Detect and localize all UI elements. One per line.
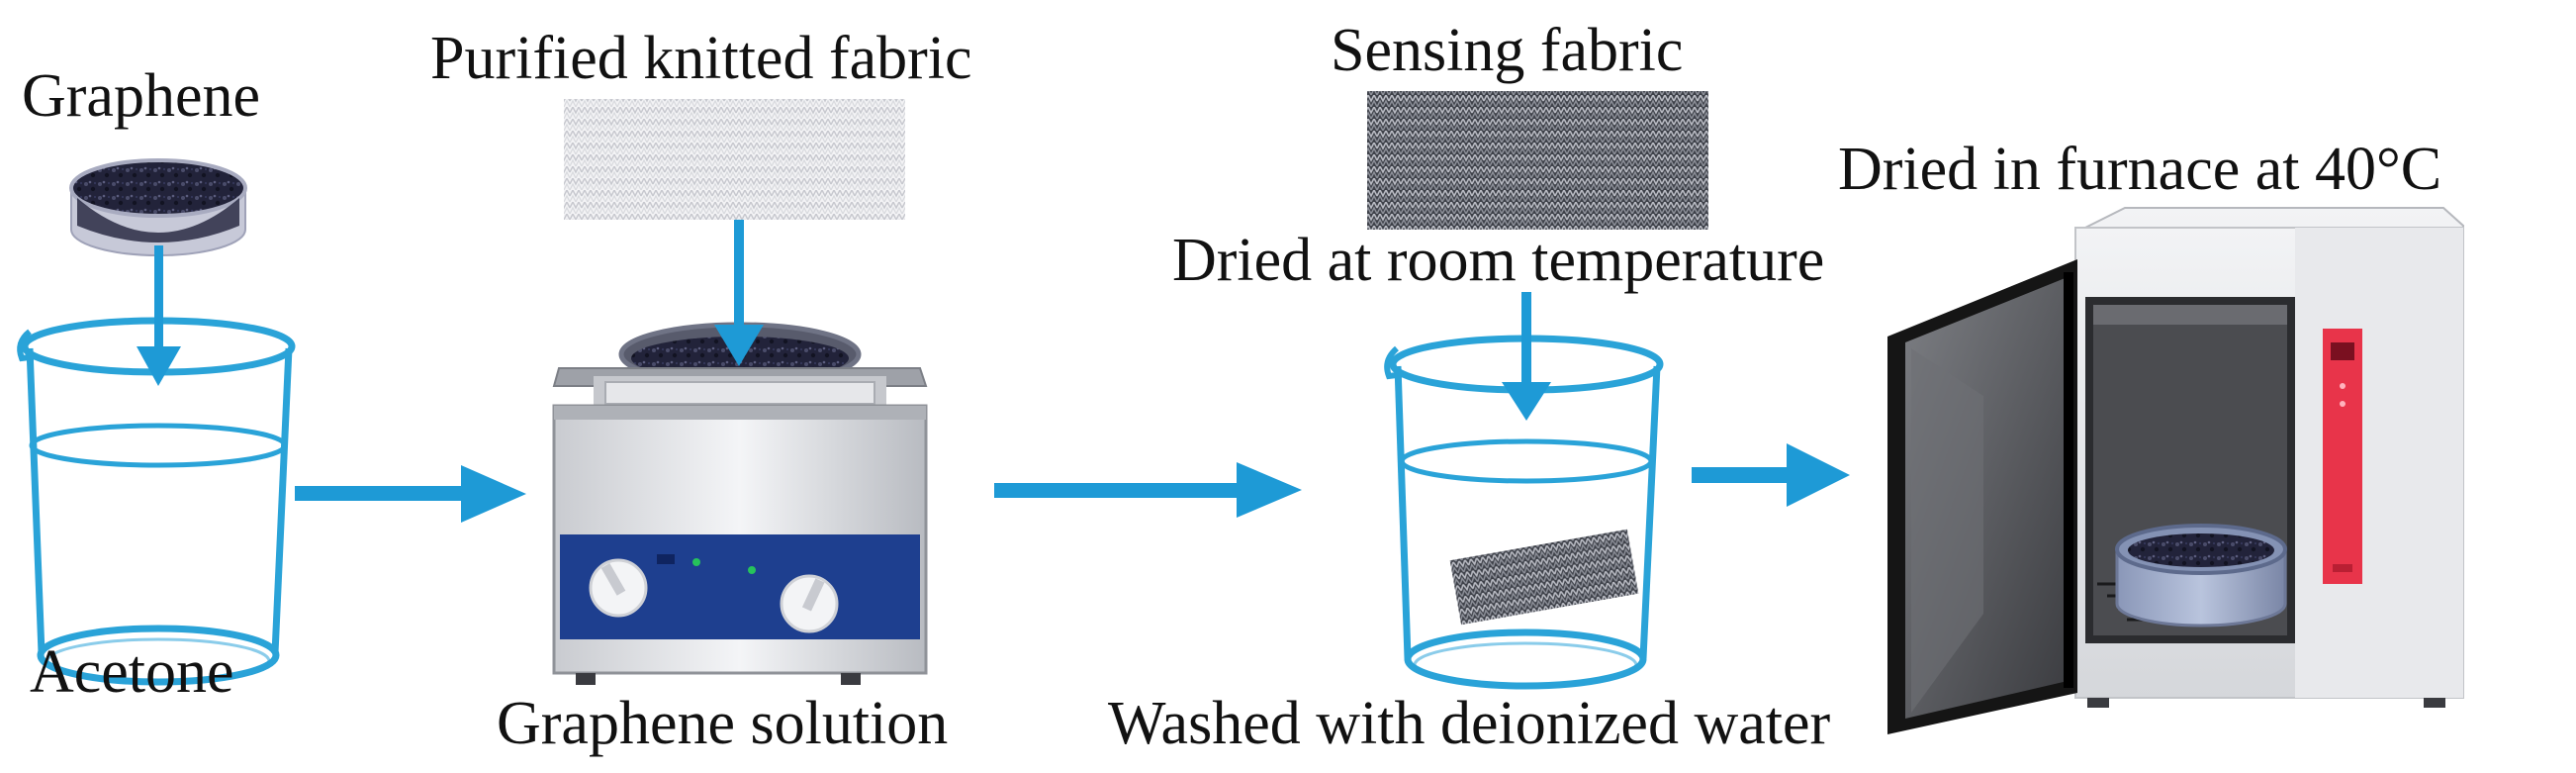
label-purified-fabric: Purified knitted fabric bbox=[430, 25, 972, 92]
fabric-swatch-icon bbox=[1449, 529, 1639, 626]
label-dried-room-temp: Dried at room temperature bbox=[1172, 227, 1825, 294]
fabric-swatch-icon bbox=[1367, 91, 1708, 230]
label-graphene: Graphene bbox=[22, 62, 260, 130]
label-graphene-solution: Graphene solution bbox=[497, 690, 949, 757]
ultrasonic-bath-icon bbox=[552, 322, 928, 685]
flow-arrow-icon bbox=[1502, 292, 1551, 421]
label-sensing-fabric: Sensing fabric bbox=[1331, 17, 1684, 84]
label-acetone: Acetone bbox=[30, 638, 234, 706]
flow-arrow-icon bbox=[295, 465, 526, 523]
label-dried-furnace: Dried in furnace at 40°C bbox=[1838, 136, 2442, 203]
fabric-swatch-icon bbox=[564, 99, 905, 220]
flow-arrow-icon bbox=[137, 245, 181, 386]
label-washed: Washed with deionized water bbox=[1108, 690, 1831, 757]
flow-arrow-icon bbox=[714, 220, 764, 366]
flow-arrow-icon bbox=[1692, 443, 1850, 507]
oven-icon bbox=[1887, 207, 2464, 734]
flow-arrow-icon bbox=[994, 462, 1302, 518]
graphene-dish-icon bbox=[69, 158, 247, 256]
